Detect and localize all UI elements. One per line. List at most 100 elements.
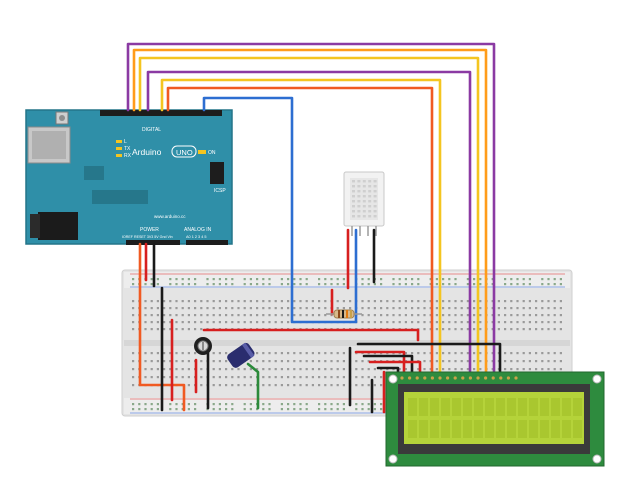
breadboard-hole bbox=[547, 300, 550, 303]
breadboard-hole bbox=[528, 314, 531, 317]
breadboard-hole bbox=[435, 321, 438, 324]
breadboard-hole bbox=[435, 360, 438, 363]
breadboard-hole bbox=[293, 408, 296, 411]
dht-vent bbox=[373, 200, 377, 203]
breadboard-hole bbox=[262, 408, 265, 411]
lcd-cell bbox=[562, 420, 571, 438]
breadboard-hole bbox=[373, 300, 376, 303]
breadboard-hole bbox=[473, 328, 476, 331]
breadboard-hole bbox=[287, 360, 290, 363]
lcd-cell bbox=[518, 398, 527, 416]
breadboard-hole bbox=[398, 368, 401, 371]
breadboard-hole bbox=[287, 300, 290, 303]
breadboard-hole bbox=[510, 300, 513, 303]
breadboard-hole bbox=[380, 376, 383, 379]
breadboard-hole bbox=[169, 408, 172, 411]
breadboard-hole bbox=[175, 283, 178, 286]
breadboard-hole bbox=[466, 278, 469, 281]
breadboard-hole bbox=[448, 321, 451, 324]
breadboard-hole bbox=[156, 307, 159, 310]
breadboard-hole bbox=[454, 307, 457, 310]
breadboard-hole bbox=[423, 307, 426, 310]
breadboard-hole bbox=[504, 352, 507, 355]
on-label: ON bbox=[208, 150, 216, 156]
breadboard-hole bbox=[169, 307, 172, 310]
breadboard-hole bbox=[163, 314, 166, 317]
breadboard-hole bbox=[169, 376, 172, 379]
breadboard-hole bbox=[466, 314, 469, 317]
breadboard-hole bbox=[132, 352, 135, 355]
breadboard-hole bbox=[404, 300, 407, 303]
dht-vent bbox=[352, 200, 355, 203]
analog-header bbox=[186, 240, 228, 245]
breadboard-hole bbox=[280, 384, 283, 387]
breadboard-hole bbox=[553, 283, 556, 286]
breadboard-hole bbox=[268, 408, 271, 411]
breadboard-hole bbox=[132, 300, 135, 303]
breadboard-hole bbox=[243, 368, 246, 371]
breadboard-hole bbox=[187, 278, 190, 281]
breadboard-hole bbox=[466, 328, 469, 331]
dht-vent bbox=[368, 200, 372, 203]
breadboard-hole bbox=[280, 376, 283, 379]
breadboard-hole bbox=[318, 360, 321, 363]
breadboard-hole bbox=[231, 403, 234, 406]
breadboard-hole bbox=[218, 278, 221, 281]
breadboard-hole bbox=[194, 321, 197, 324]
breadboard-hole bbox=[187, 403, 190, 406]
breadboard-hole bbox=[541, 352, 544, 355]
breadboard-hole bbox=[262, 300, 265, 303]
breadboard-hole bbox=[460, 328, 463, 331]
breadboard-hole bbox=[206, 300, 209, 303]
breadboard-hole bbox=[559, 307, 562, 310]
breadboard-hole bbox=[181, 321, 184, 324]
breadboard-hole bbox=[212, 403, 215, 406]
lcd-cell bbox=[496, 420, 505, 438]
brand-label: Arduino bbox=[132, 147, 162, 157]
breadboard-hole bbox=[559, 283, 562, 286]
breadboard-hole bbox=[268, 360, 271, 363]
breadboard-hole bbox=[274, 352, 277, 355]
breadboard-hole bbox=[318, 384, 321, 387]
breadboard-hole bbox=[305, 314, 308, 317]
breadboard-hole bbox=[479, 278, 482, 281]
breadboard-hole bbox=[324, 283, 327, 286]
breadboard-hole bbox=[293, 376, 296, 379]
breadboard-hole bbox=[442, 278, 445, 281]
breadboard-hole bbox=[150, 300, 153, 303]
breadboard-hole bbox=[516, 314, 519, 317]
breadboard-hole bbox=[330, 278, 333, 281]
breadboard-hole bbox=[435, 283, 438, 286]
lcd-pin bbox=[484, 376, 488, 380]
breadboard-hole bbox=[311, 300, 314, 303]
lcd-pin bbox=[438, 376, 442, 380]
dht-vent bbox=[352, 195, 355, 198]
breadboard-hole bbox=[516, 283, 519, 286]
breadboard-hole bbox=[268, 321, 271, 324]
breadboard-hole bbox=[336, 403, 339, 406]
breadboard-hole bbox=[373, 384, 376, 387]
l-led-icon bbox=[116, 140, 122, 143]
breadboard-hole bbox=[355, 376, 358, 379]
breadboard-hole bbox=[448, 368, 451, 371]
breadboard-hole bbox=[448, 300, 451, 303]
breadboard-hole bbox=[175, 368, 178, 371]
breadboard-hole bbox=[132, 314, 135, 317]
lcd-pin bbox=[491, 376, 495, 380]
breadboard-hole bbox=[454, 328, 457, 331]
breadboard-hole bbox=[237, 314, 240, 317]
lcd-pin bbox=[430, 376, 434, 380]
breadboard-hole bbox=[417, 278, 420, 281]
breadboard-hole bbox=[225, 283, 228, 286]
breadboard-hole bbox=[373, 314, 376, 317]
breadboard-hole bbox=[181, 376, 184, 379]
breadboard-hole bbox=[528, 283, 531, 286]
wire-purple-1 bbox=[126, 42, 496, 380]
breadboard-hole bbox=[225, 403, 228, 406]
breadboard-hole bbox=[299, 283, 302, 286]
breadboard-hole bbox=[175, 408, 178, 411]
breadboard-hole bbox=[181, 360, 184, 363]
breadboard-hole bbox=[243, 278, 246, 281]
breadboard-hole bbox=[225, 352, 228, 355]
breadboard-hole bbox=[144, 314, 147, 317]
